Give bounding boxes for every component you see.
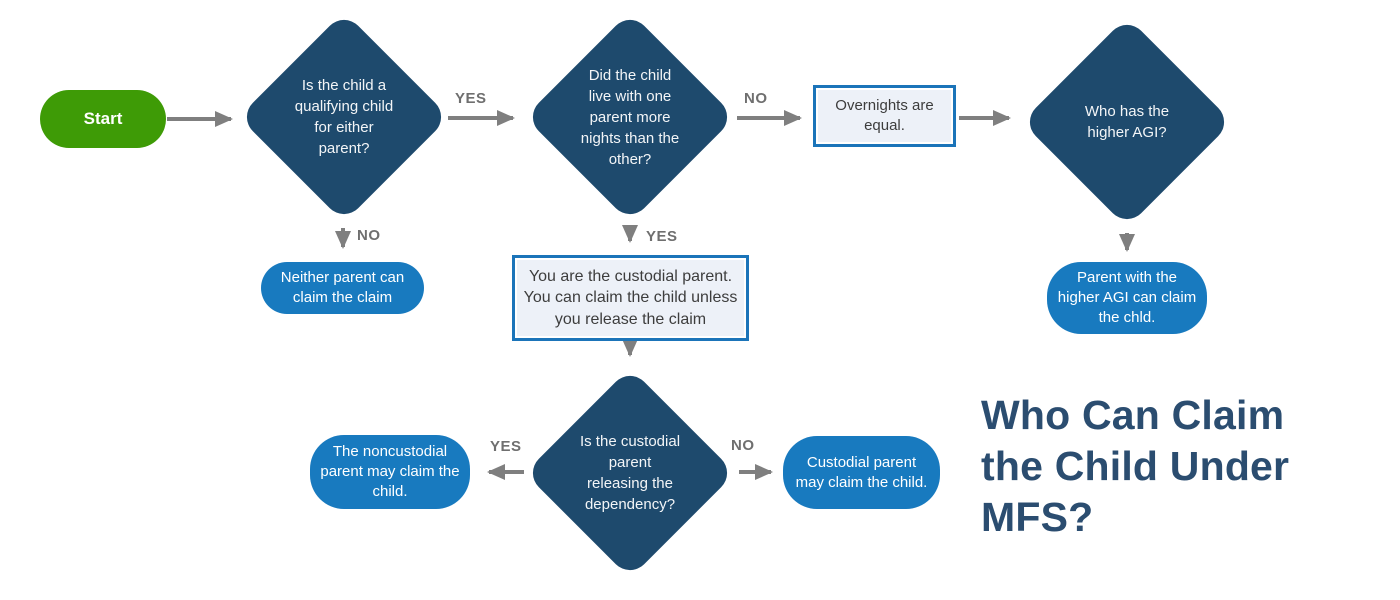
- edge-label-yes-nights: YES: [646, 228, 678, 245]
- note-custodial-parent: You are the custodial parent. You can cl…: [512, 255, 749, 341]
- edge-label-no-qualifying: NO: [357, 227, 381, 244]
- edge-label-yes-release: YES: [490, 438, 522, 455]
- result-higher-agi-claims-label: Parent with the higher AGI can claim the…: [1057, 269, 1197, 326]
- start-node: Start: [40, 90, 166, 148]
- note-overnights-equal-label: Overnights are equal.: [835, 96, 934, 134]
- result-neither-parent: Neither parent can claim the claim: [261, 262, 424, 314]
- decision-higher-agi-label: Who has the higher AGI?: [1084, 103, 1170, 141]
- result-noncustodial-claims-label: The noncustodial parent may claim the ch…: [320, 443, 460, 500]
- chart-title-line3: MFS?: [981, 493, 1094, 540]
- note-custodial-parent-label: You are the custodial parent. You can cl…: [523, 267, 738, 328]
- decision-higher-agi: Who has the higher AGI?: [1021, 16, 1233, 228]
- edge-label-yes-qualifying: YES: [455, 90, 487, 107]
- chart-title: Who Can Claim the Child Under MFS?: [981, 390, 1371, 542]
- result-neither-parent-label: Neither parent can claim the claim: [280, 269, 405, 306]
- decision-more-nights: Did the child live with one parent more …: [524, 11, 736, 223]
- start-label: Start: [83, 108, 123, 128]
- edge-label-no-nights: NO: [744, 90, 768, 107]
- result-higher-agi-claims: Parent with the higher AGI can claim the…: [1047, 262, 1207, 334]
- decision-qualifying-child: Is the child a qualifying child for eith…: [238, 11, 450, 223]
- result-custodial-claims-label: Custodial parent may claim the child.: [795, 453, 928, 491]
- decision-releasing-dependency: Is the custodial parent releasing the de…: [524, 367, 736, 579]
- decision-more-nights-label: Did the child live with one parent more …: [580, 66, 680, 168]
- chart-title-line1: Who Can Claim: [981, 392, 1285, 438]
- note-overnights-equal: Overnights are equal.: [813, 85, 956, 147]
- decision-releasing-dependency-label: Is the custodial parent releasing the de…: [579, 433, 681, 513]
- edge-label-no-release: NO: [731, 437, 755, 454]
- chart-title-line2: the Child Under: [981, 442, 1290, 489]
- result-noncustodial-claims: The noncustodial parent may claim the ch…: [310, 435, 470, 509]
- result-custodial-claims: Custodial parent may claim the child.: [783, 436, 940, 509]
- decision-qualifying-child-label: Is the child a qualifying child for eith…: [294, 77, 394, 157]
